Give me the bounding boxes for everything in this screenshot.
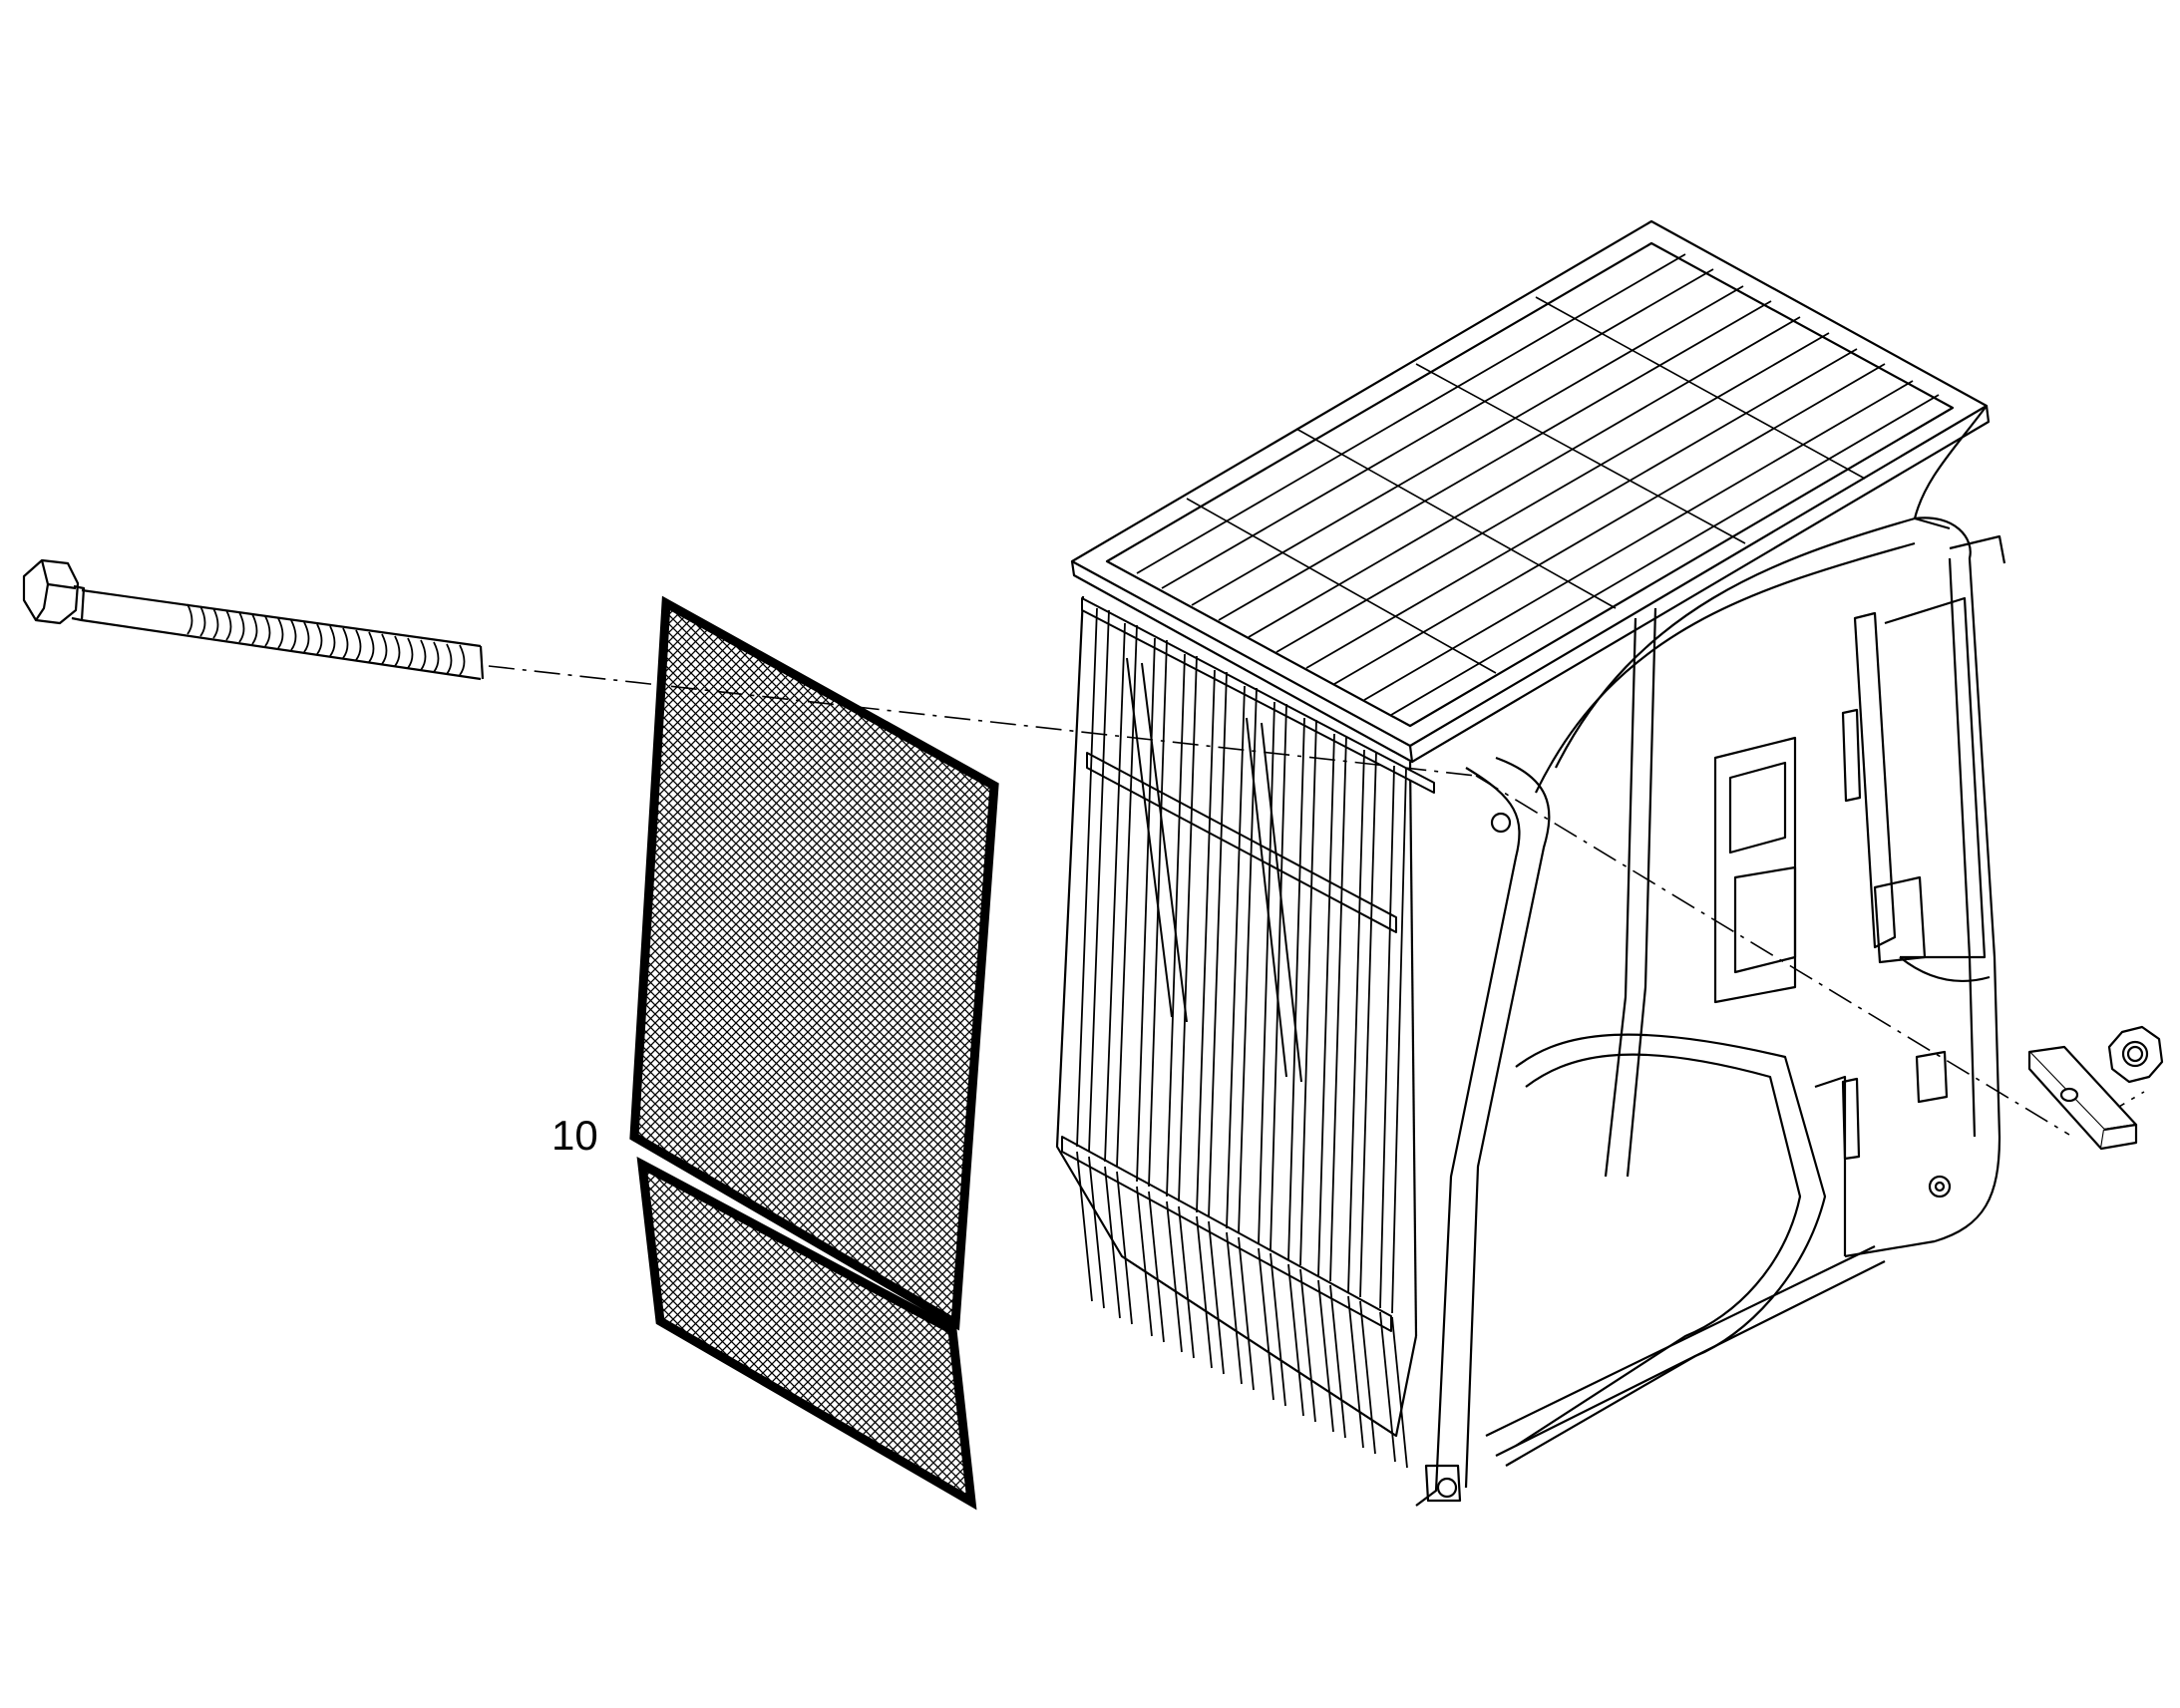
mesh-screen-upper: [629, 595, 999, 1331]
bolt-icon: [22, 558, 485, 681]
hex-nut-icon: [2107, 1025, 2164, 1084]
guard-grille: [1061, 597, 1435, 1469]
mesh-screen-lower: [636, 1156, 977, 1511]
callout-10: 10: [551, 1112, 598, 1159]
cab-frame: [1055, 219, 2006, 1507]
flat-washer-icon: [2027, 1045, 2138, 1151]
